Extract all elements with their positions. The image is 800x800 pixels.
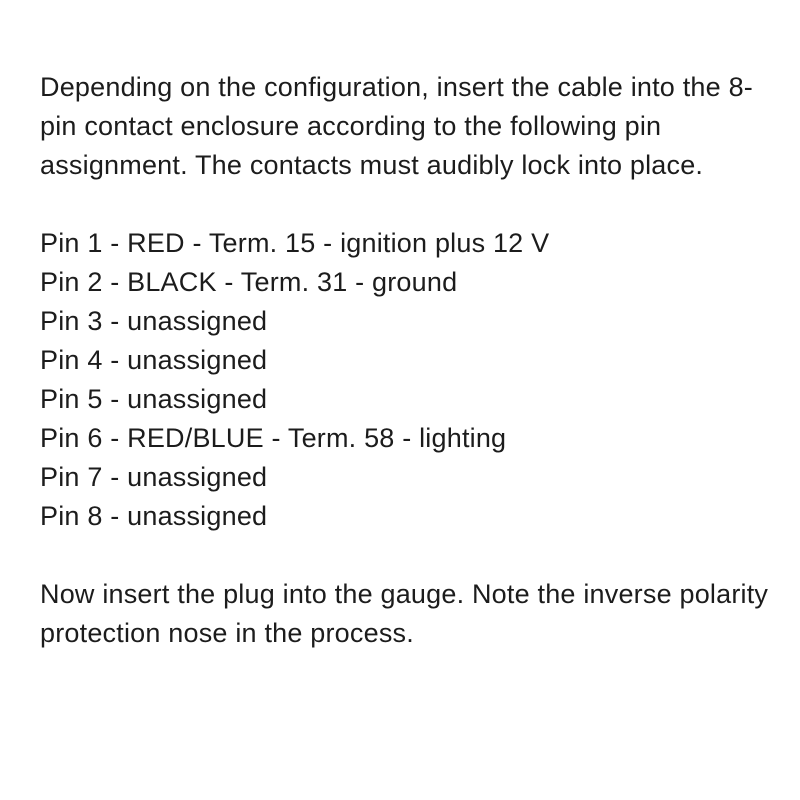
pin-assignment-line: Pin 4 - unassigned [40,345,268,375]
pin-assignment-line: Pin 2 - BLACK - Term. 31 - ground [40,267,458,297]
closing-paragraph: Now insert the plug into the gauge. Note… [40,579,769,648]
pin-assignment-line: Pin 8 - unassigned [40,501,268,531]
pin-assignment-line: Pin 5 - unassigned [40,384,268,414]
pin-assignment-line: Pin 3 - unassigned [40,306,268,336]
document-body: Depending on the configuration, insert t… [40,68,780,653]
pin-assignment-line: Pin 6 - RED/BLUE - Term. 58 - lighting [40,423,507,453]
intro-paragraph: Depending on the configuration, insert t… [40,72,753,180]
pin-assignment-line: Pin 1 - RED - Term. 15 - ignition plus 1… [40,228,550,258]
pin-assignment-list: Pin 1 - RED - Term. 15 - ignition plus 1… [40,224,780,536]
pin-assignment-line: Pin 7 - unassigned [40,462,268,492]
